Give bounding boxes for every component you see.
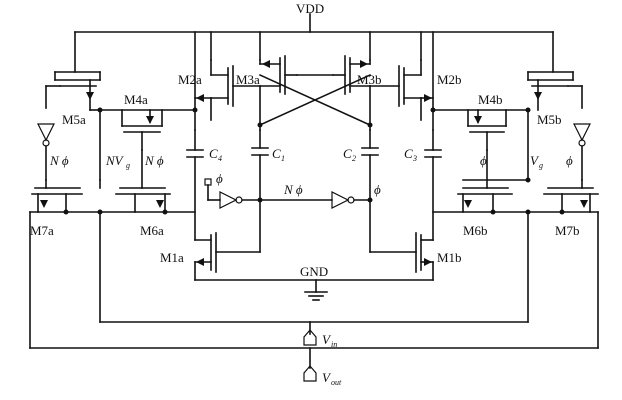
transistor-m7a (31, 179, 101, 213)
m2b-label: M2b (437, 72, 462, 87)
vout-node (29, 347, 599, 382)
m3a-label: M3a (236, 72, 260, 87)
gnd-rail (194, 279, 434, 301)
transistor-m3a (259, 55, 298, 131)
c2-subscript: 2 (352, 154, 356, 163)
c2-label: C (343, 146, 352, 161)
inverter-left (219, 191, 333, 209)
phi-label-left: ϕ (216, 171, 223, 186)
inverter-m5b (573, 123, 591, 181)
transistor-m4b (430, 107, 531, 181)
nvg-subscript: g (126, 161, 130, 170)
c3-subscript: 3 (412, 154, 417, 163)
left-bottom-wiring (29, 209, 196, 349)
right-bottom-wiring (432, 209, 599, 349)
m6a-label: M6a (140, 223, 164, 238)
nvg-label: NV (105, 153, 125, 168)
vg-label: V (530, 153, 540, 168)
vdd-label: VDD (296, 1, 324, 16)
phi-label-m5b: ϕ (566, 153, 573, 168)
m1a-label: M1a (160, 250, 184, 265)
vout-subscript: out (331, 378, 342, 387)
m6b-label: M6b (463, 223, 488, 238)
capacitor-c4 (186, 129, 204, 241)
transistor-m7b (543, 179, 599, 213)
c3-label: C (404, 146, 413, 161)
vout-label: V (322, 370, 332, 385)
m5b-label: M5b (537, 112, 562, 127)
m5a-label: M5a (62, 112, 86, 127)
transistor-m1a (194, 199, 261, 281)
c1-label: C (272, 146, 281, 161)
transistor-m5b (527, 71, 583, 111)
phi-input-left (204, 178, 221, 201)
m1b-label: M1b (437, 250, 462, 265)
transistor-m6a (115, 149, 171, 213)
transistor-m6b (457, 149, 531, 213)
inverter-m5a (37, 123, 55, 181)
vdd-rail (74, 13, 554, 131)
c4-label: C (209, 146, 218, 161)
vin-label: V (322, 332, 332, 347)
m7b-label: M7b (555, 223, 580, 238)
gnd-label: GND (300, 264, 328, 279)
transistor-m2a (194, 59, 261, 121)
transistor-m1b (369, 199, 434, 281)
c1-subscript: 1 (281, 154, 285, 163)
m4a-label: M4a (124, 92, 148, 107)
phi-label-right: ϕ (374, 182, 381, 197)
transistor-m5a (45, 71, 101, 111)
m4b-label: M4b (478, 92, 503, 107)
phi-label-m4b: ϕ (480, 153, 487, 168)
c4-subscript: 4 (218, 154, 222, 163)
m2a-label: M2a (178, 72, 202, 87)
nphi-label-mid: N ϕ (283, 182, 303, 197)
vg-subscript: g (539, 161, 543, 170)
nphi-label-m4a: N ϕ (144, 153, 164, 168)
transistor-m4a (97, 107, 198, 181)
vin-node (99, 321, 529, 346)
capacitor-c1 (251, 129, 269, 201)
transistor-m3b (332, 55, 371, 131)
m7a-label: M7a (30, 223, 54, 238)
nphi-label-m5a: N ϕ (49, 153, 69, 168)
cross-coupling (257, 73, 373, 128)
inverter-right (331, 191, 373, 209)
transistor-m2b (369, 59, 434, 121)
capacitor-c3 (424, 129, 442, 241)
vin-subscript: in (331, 340, 337, 349)
capacitor-c2 (361, 129, 379, 201)
m3b-label: M3b (357, 72, 382, 87)
